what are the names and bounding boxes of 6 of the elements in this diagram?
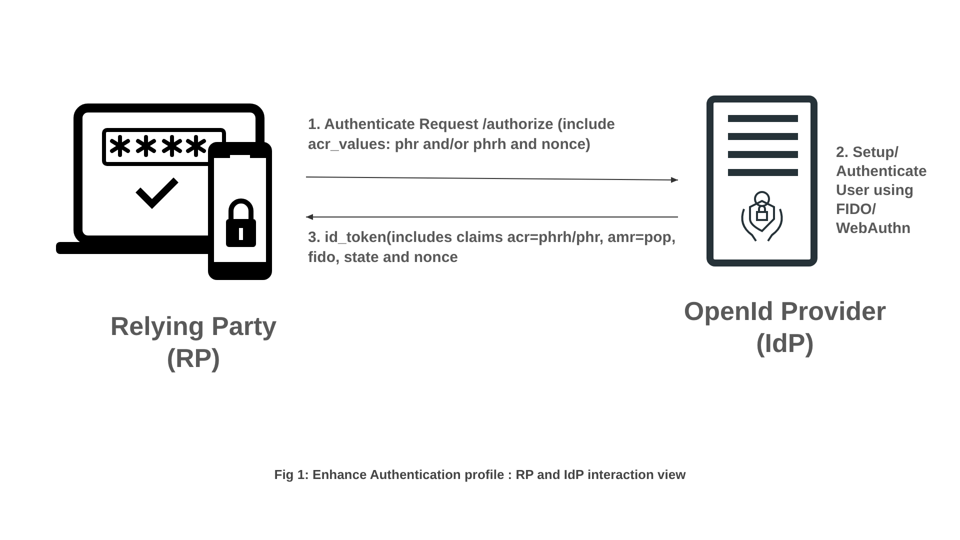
step-note: 2. Setup/ Authenticate User using FIDO/ WebAuthn [836,143,928,238]
party-title: Relying Party (RP) [109,310,278,374]
arrow [306,176,678,183]
party-title: OpenId Provider (IdP) [682,295,888,359]
arrow [306,214,678,220]
caption: Fig 1: Enhance Authentication profile : RP and IdP interaction view [273,466,687,484]
